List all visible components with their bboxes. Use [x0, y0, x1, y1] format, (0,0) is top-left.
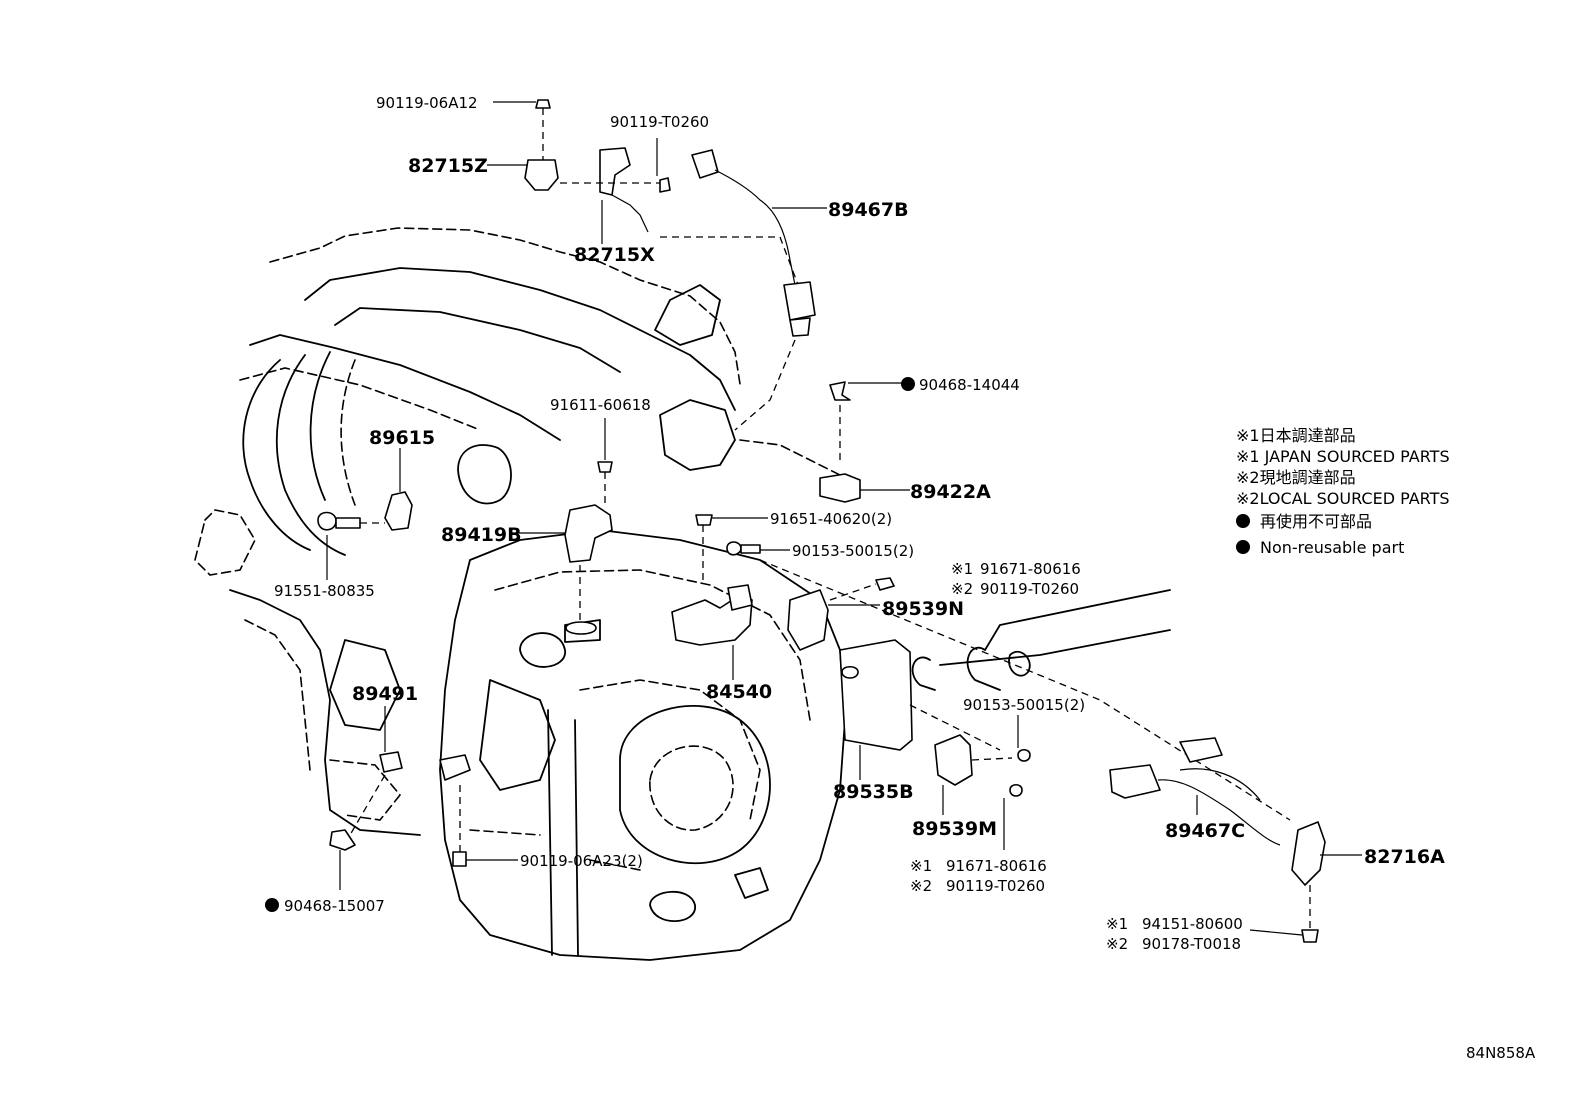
label-84540: 84540	[706, 681, 772, 703]
part-labels: 90119-06A12 90119-T0260 82715Z 82715X 89…	[265, 94, 1536, 1062]
label-90119-06A23: 90119-06A23(2)	[520, 852, 643, 870]
leader-lines	[326, 101, 1362, 936]
legend-local-en: ※2LOCAL SOURCED PARTS	[1236, 489, 1450, 508]
label-90153-50015-lower: 90153-50015(2)	[963, 696, 1085, 714]
label-90119-T0260-top: 90119-T0260	[610, 113, 709, 131]
label-89539N: 89539N	[882, 598, 964, 620]
label-89539M: 89539M	[912, 818, 997, 840]
label-90178-T0018: 90178-T0018	[1142, 935, 1241, 953]
legend-local-jp: ※2現地調達部品	[1236, 468, 1356, 487]
legend-japan-en: ※1 JAPAN SOURCED PARTS	[1236, 447, 1450, 466]
non-reusable-dot-icon	[1236, 514, 1250, 528]
label-91671-80616-lower: 91671-80616	[946, 857, 1047, 875]
label-89535B: 89535B	[833, 781, 914, 803]
mark-japan-2: ※1	[910, 857, 932, 875]
label-90468-15007: 90468-15007	[284, 897, 385, 915]
legend-nonreusable-jp: 再使用不可部品	[1260, 512, 1372, 531]
parts-glyphs	[317, 99, 1326, 943]
legend-nonreusable-en: Non-reusable part	[1260, 538, 1404, 557]
legend: ※1日本調達部品 ※1 JAPAN SOURCED PARTS ※2現地調達部品…	[1236, 426, 1450, 557]
label-91651-40620: 91651-40620(2)	[770, 510, 892, 528]
diagram-code: 84N858A	[1466, 1044, 1536, 1062]
label-91671-80616-upper: 91671-80616	[980, 560, 1081, 578]
mark-local-2: ※2	[910, 877, 932, 895]
engine-outline	[194, 227, 1171, 961]
label-90468-14044: 90468-14044	[919, 376, 1020, 394]
label-89467C: 89467C	[1165, 820, 1245, 842]
label-89467B: 89467B	[828, 199, 909, 221]
mark-japan-3: ※1	[1106, 915, 1128, 933]
legend-japan-jp: ※1日本調達部品	[1236, 426, 1356, 445]
mark-japan-1: ※1	[951, 560, 973, 578]
label-94151-80600: 94151-80600	[1142, 915, 1243, 933]
label-90119-T0260-lower: 90119-T0260	[946, 877, 1045, 895]
label-89491: 89491	[352, 683, 418, 705]
label-91611-60618: 91611-60618	[550, 396, 651, 414]
label-90119-T0260-upper: 90119-T0260	[980, 580, 1079, 598]
non-reusable-dot	[901, 377, 915, 391]
label-90119-06A12: 90119-06A12	[376, 94, 478, 112]
label-82715X: 82715X	[574, 244, 655, 266]
non-reusable-dot	[265, 898, 279, 912]
label-91551-80835: 91551-80835	[274, 582, 375, 600]
label-82715Z: 82715Z	[408, 155, 488, 177]
label-90153-50015-upper: 90153-50015(2)	[792, 542, 914, 560]
mark-local-1: ※2	[951, 580, 973, 598]
label-82716A: 82716A	[1364, 846, 1445, 868]
label-89615: 89615	[369, 427, 435, 449]
non-reusable-dot-icon	[1236, 540, 1250, 554]
label-89422A: 89422A	[910, 481, 991, 503]
label-89419B: 89419B	[441, 524, 522, 546]
mark-local-3: ※2	[1106, 935, 1128, 953]
